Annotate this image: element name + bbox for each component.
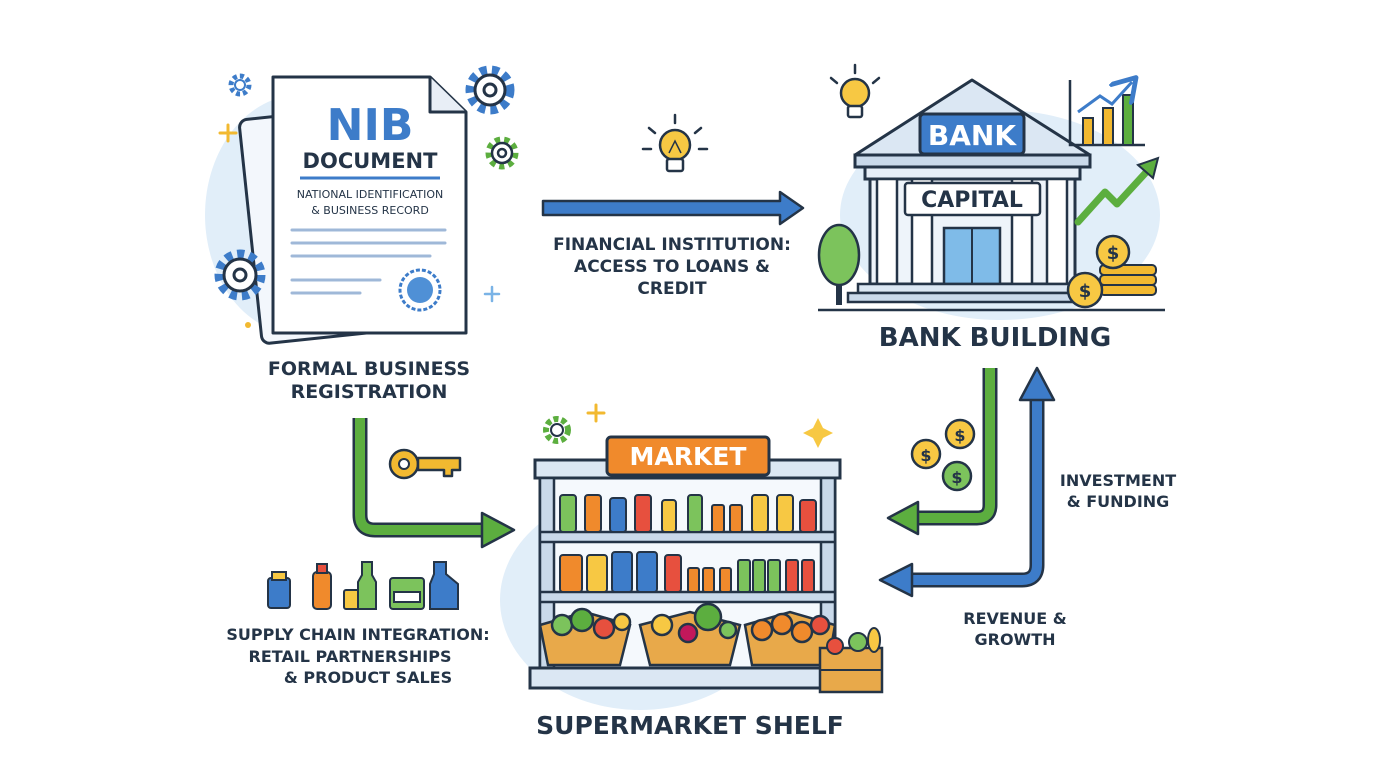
capital-banner: CAPITAL [921,188,1023,213]
nib-subtitle: DOCUMENT [303,149,439,173]
nib-caption-line2: REGISTRATION [291,381,448,403]
revenue-label-line1: REVENUE & [963,609,1066,628]
lightbulb-icon [641,113,709,173]
nib-caption-line1: FORMAL BUSINESS [268,358,470,380]
financial-arrow [541,190,805,226]
market-sign: MARKET [630,442,747,471]
tree-icon [817,223,861,305]
investment-arrow [886,368,998,536]
bank-caption: BANK BUILDING [879,323,1111,353]
gear-icon [485,136,519,170]
financial-label-line3: CREDIT [637,279,707,299]
product-icons [267,561,459,610]
svg-text:$: $ [1079,281,1092,302]
investment-label-line2: & FUNDING [1067,492,1170,511]
sparkle-icon [218,123,501,328]
gear-icon [543,416,571,444]
supply-chain-label-line2: RETAIL PARTNERSHIPS [249,647,452,666]
coin-icon: $ $ $ [910,418,976,492]
bank-building: BANK CAPITAL [817,78,1165,312]
gear-icon [228,73,252,97]
market-caption: SUPERMARKET SHELF [536,711,844,740]
revenue-label-line2: GROWTH [974,630,1055,649]
nib-title: NIB [327,100,414,151]
svg-text:$: $ [920,446,931,465]
investment-label-line1: INVESTMENT [1060,471,1176,490]
supply-chain-label-line1: SUPPLY CHAIN INTEGRATION: [226,625,489,644]
lightbulb-icon [829,63,881,119]
bank-sign: BANK [928,119,1017,152]
supermarket-shelf: MARKET [528,403,884,694]
key-icon [388,448,462,480]
supply-chain-label-line3: & PRODUCT SALES [284,668,452,687]
svg-text:$: $ [1107,243,1120,264]
svg-text:$: $ [951,468,962,487]
gear-icon [465,65,515,115]
financial-label-line1: FINANCIAL INSTITUTION: [553,235,791,255]
nib-document: NIB DOCUMENT NATIONAL IDENTIFICATION & B… [238,75,468,345]
financial-label-line2: ACCESS TO LOANS & [574,257,770,277]
sparkle-icon [586,403,833,448]
revenue-arrow [878,366,1056,598]
nib-description-line1: NATIONAL IDENTIFICATION [297,188,444,201]
svg-text:$: $ [954,426,965,445]
nib-description-line2: & BUSINESS RECORD [311,204,429,217]
growth-chart-icon [1068,80,1145,147]
gear-icon [214,249,266,301]
registration-arrow [352,418,516,549]
coin-icon: $ $ [1066,234,1157,309]
rising-arrow-icon [1074,164,1154,226]
